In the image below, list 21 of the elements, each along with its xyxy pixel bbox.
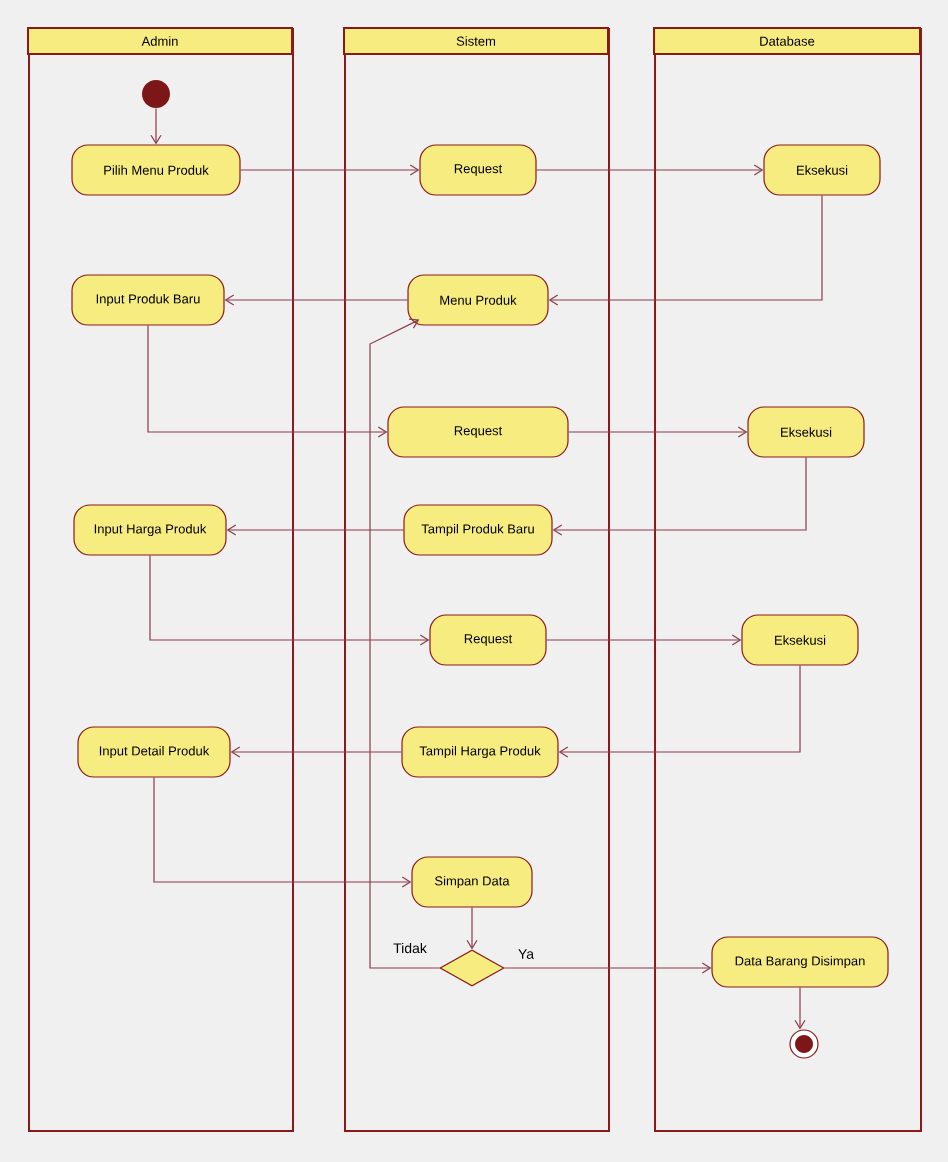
arrow: [548, 195, 823, 306]
arrow: [224, 294, 408, 306]
arrow: [226, 524, 404, 536]
arrow: [150, 107, 162, 145]
arrow: [149, 555, 430, 646]
arrow: [552, 457, 807, 536]
arrow: [794, 987, 806, 1030]
arrow: [568, 426, 748, 438]
arrow: [240, 164, 420, 176]
arrow: [558, 665, 801, 758]
arrow: [466, 907, 478, 950]
arrow: [147, 325, 388, 438]
arrow: [230, 746, 402, 758]
arrow: [153, 777, 412, 888]
start-node: [142, 80, 170, 108]
decision-diamond: [439, 949, 505, 987]
arrow: [546, 634, 742, 646]
end-node: [789, 1029, 819, 1059]
arrow: [369, 318, 440, 969]
arrow: [536, 164, 764, 176]
arrow: [504, 962, 712, 974]
